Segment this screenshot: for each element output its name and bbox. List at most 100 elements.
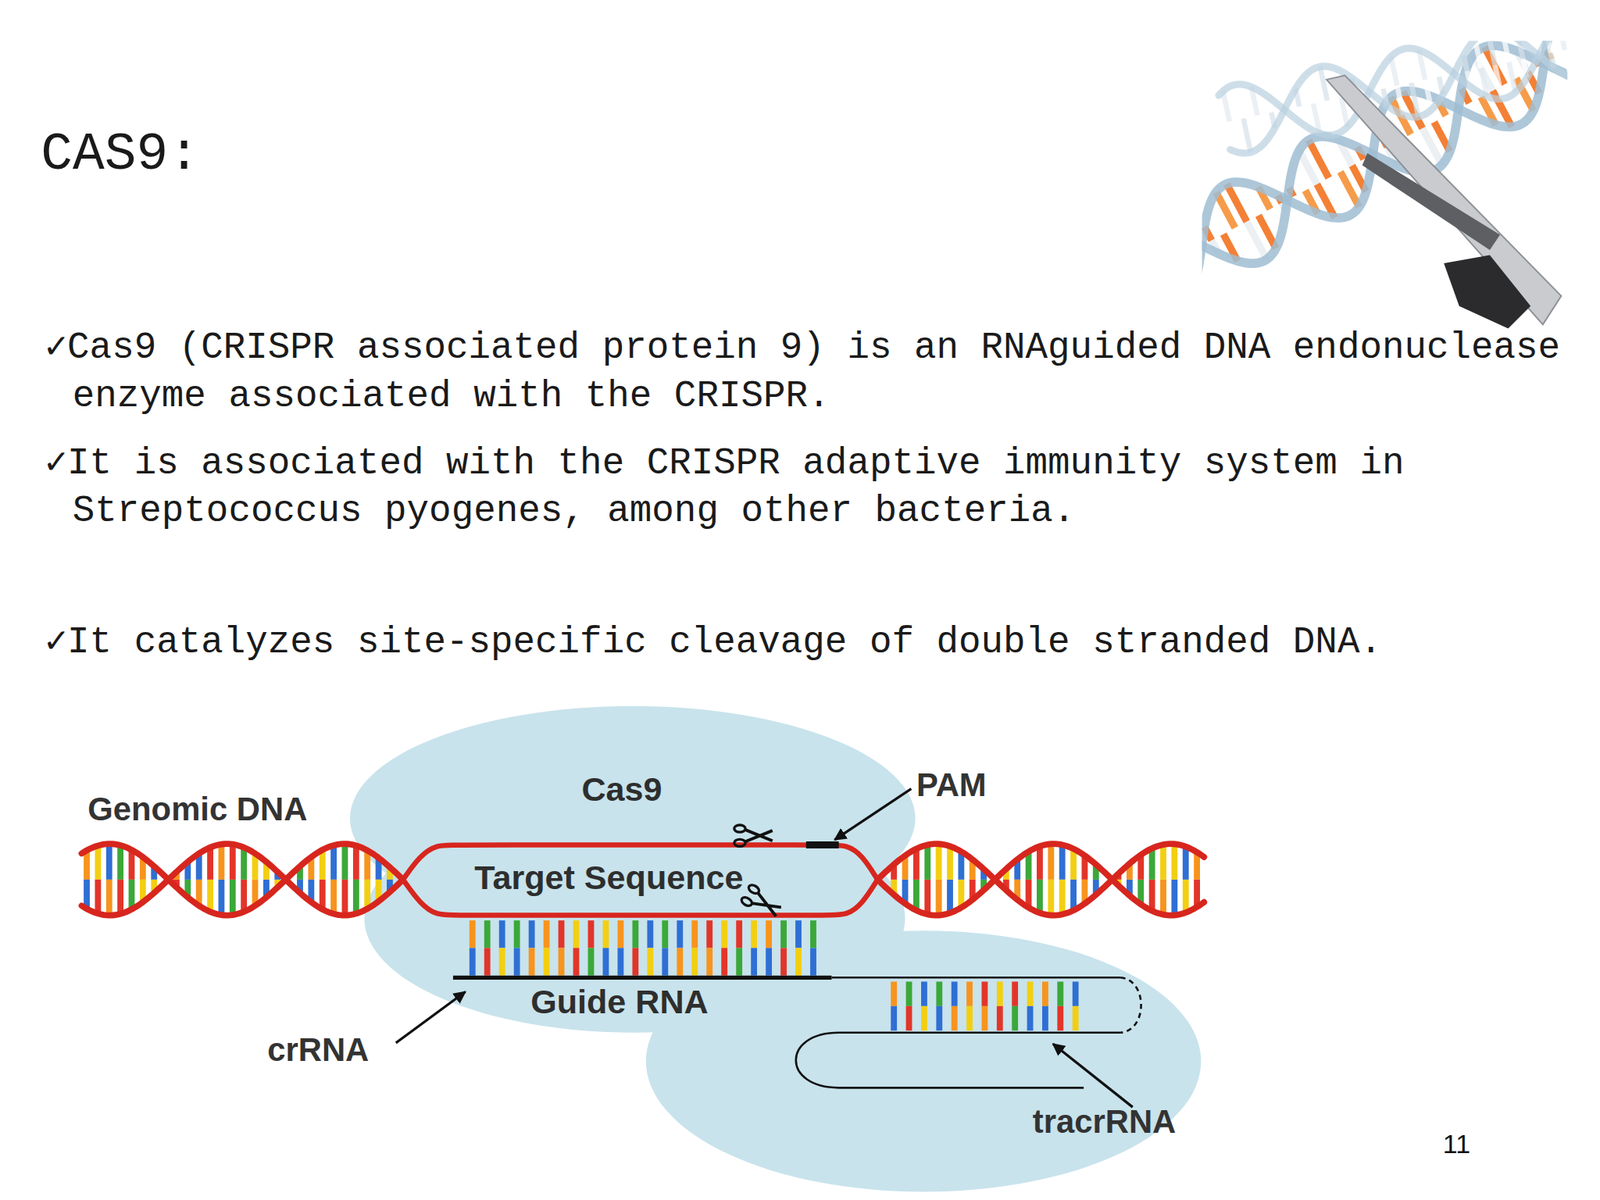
- base: [1081, 879, 1088, 904]
- base: [902, 855, 909, 880]
- base: [1295, 89, 1300, 108]
- base: [117, 879, 124, 915]
- base: [1025, 879, 1033, 908]
- base: [1257, 115, 1265, 145]
- base: [1092, 879, 1100, 895]
- leader-arrow: [1053, 1043, 1133, 1108]
- base: [957, 879, 965, 908]
- base: [1518, 40, 1523, 59]
- base: [1410, 82, 1418, 117]
- base: [1328, 178, 1350, 216]
- scissor-blade: [1326, 75, 1561, 325]
- scissor-handle: [739, 895, 754, 908]
- base: [1352, 165, 1367, 192]
- base: [1547, 40, 1551, 54]
- base: [229, 844, 236, 880]
- base: [196, 853, 203, 879]
- base: [924, 879, 931, 915]
- base: [1057, 981, 1064, 1006]
- base: [1299, 106, 1304, 125]
- dna-strand: [1217, 40, 1568, 157]
- base: [1466, 69, 1482, 98]
- base: [1293, 196, 1299, 206]
- guide-rna: [453, 920, 1142, 1088]
- base: [765, 947, 772, 975]
- base: [1014, 859, 1021, 880]
- base: [319, 850, 326, 880]
- dna-strand: [403, 879, 878, 916]
- base: [150, 879, 158, 893]
- base: [1149, 848, 1156, 880]
- base: [1338, 139, 1353, 165]
- base: [946, 879, 954, 914]
- base: [1229, 121, 1236, 152]
- base: [1059, 879, 1066, 915]
- base: [1305, 190, 1318, 215]
- base: [543, 947, 550, 975]
- bullet-text: ✓It catalyzes site-specific cleavage of …: [44, 618, 1592, 667]
- rna-label: Guide RNA: [530, 983, 708, 1021]
- base: [1528, 71, 1540, 93]
- base: [1502, 40, 1509, 62]
- base: [603, 920, 610, 948]
- base: [1313, 103, 1320, 134]
- base: [1535, 59, 1540, 66]
- base: [1464, 55, 1468, 72]
- base: [750, 920, 758, 948]
- base: [184, 861, 191, 880]
- base: [1115, 879, 1122, 886]
- leader-arrows: [396, 789, 1133, 1108]
- scissor-blade: [744, 829, 772, 843]
- base: [780, 920, 787, 948]
- base: [364, 850, 371, 880]
- base: [558, 947, 565, 975]
- base: [307, 879, 315, 903]
- base: [676, 920, 683, 948]
- dna-strand: [877, 843, 1204, 915]
- base: [1208, 207, 1223, 235]
- base: [906, 1006, 913, 1031]
- base: [935, 843, 943, 880]
- base: [1508, 61, 1515, 93]
- base: [1364, 159, 1371, 172]
- base-pairs: [1222, 40, 1568, 156]
- base: [484, 947, 491, 975]
- base: [1193, 852, 1200, 880]
- base: [240, 847, 247, 880]
- base: [1439, 76, 1443, 95]
- bullet-text: ✓Cas9 (CRISPR associated protein 9) is a…: [44, 324, 1592, 421]
- base: [1410, 134, 1431, 172]
- base: [330, 879, 337, 915]
- base: [573, 947, 580, 975]
- base: [890, 879, 897, 895]
- base: [150, 866, 158, 880]
- base: [721, 947, 728, 975]
- base: [1126, 879, 1133, 896]
- base: [1240, 182, 1258, 215]
- photo-background: [1202, 40, 1568, 329]
- base: [1564, 50, 1568, 79]
- base: [1327, 100, 1335, 135]
- base: [795, 920, 802, 948]
- base: [106, 843, 113, 880]
- base: [617, 920, 624, 948]
- protein-label: Cas9: [581, 771, 662, 808]
- base: [1435, 58, 1440, 77]
- base: [128, 879, 136, 910]
- scissor-blade: [751, 892, 782, 918]
- base: [780, 947, 787, 975]
- base: [913, 848, 920, 879]
- base: [184, 879, 191, 898]
- base: [795, 947, 802, 975]
- base: [386, 867, 393, 880]
- base: [1522, 59, 1527, 79]
- base: [935, 1006, 943, 1031]
- base: [1027, 1006, 1034, 1031]
- base: [1289, 188, 1294, 197]
- base: [890, 1006, 897, 1031]
- base: [1418, 50, 1425, 80]
- base: [1469, 103, 1478, 118]
- base: [1492, 90, 1512, 127]
- base: [1434, 121, 1450, 152]
